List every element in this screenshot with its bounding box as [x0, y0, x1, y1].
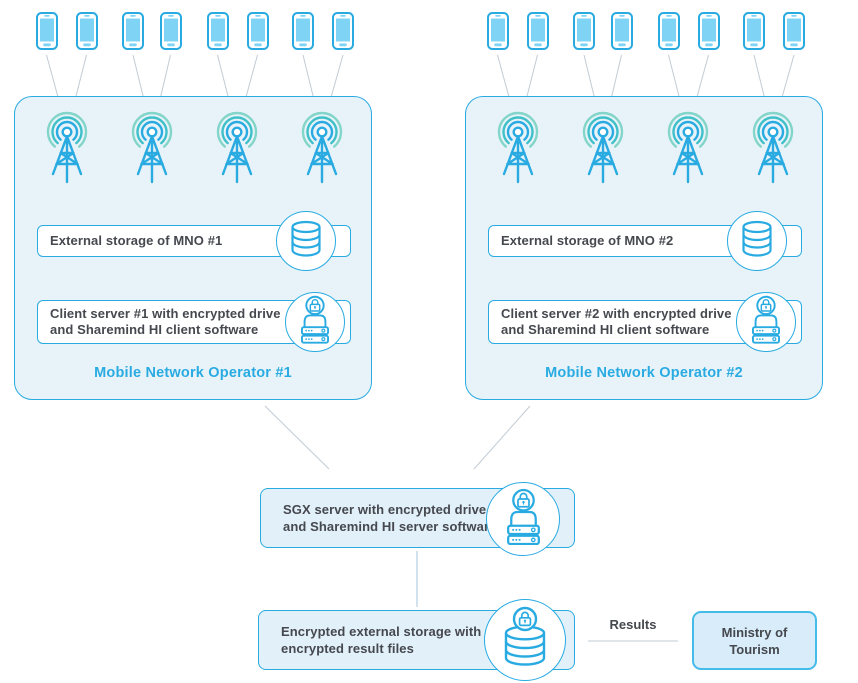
mno1-panel: External storage of MNO #1 Client server… — [14, 96, 372, 400]
smartphone-icon — [486, 12, 509, 50]
encrypted-storage-label-line1: Encrypted external storage with — [281, 624, 482, 639]
cell-tower-icon — [490, 108, 546, 188]
encrypted-storage-label-line2: encrypted result files — [281, 641, 414, 656]
encrypted-server-icon — [285, 292, 345, 352]
smartphone-icon — [697, 12, 720, 50]
ministry-of-tourism-box: Ministry of Tourism — [692, 611, 817, 670]
smartphone-icon — [159, 12, 182, 50]
cell-tower-icon — [745, 108, 801, 188]
cell-tower-icon — [660, 108, 716, 188]
mno2-caption: Mobile Network Operator #2 — [545, 365, 743, 381]
mno2-client-server-label-line1: Client server #2 with encrypted drive — [501, 306, 732, 321]
encrypted-server-icon — [736, 292, 796, 352]
results-label: Results — [609, 617, 657, 632]
mno1-external-storage-label: External storage of MNO #1 — [50, 233, 223, 248]
database-icon — [276, 211, 336, 271]
cell-tower-icon — [294, 108, 350, 188]
mno2-external-storage-label: External storage of MNO #2 — [501, 233, 674, 248]
smartphone-icon — [75, 12, 98, 50]
smartphone-icon — [122, 12, 144, 50]
smartphone-icon — [743, 12, 765, 50]
database-icon — [727, 211, 787, 271]
smartphone-icon — [35, 12, 58, 50]
connector-line — [264, 405, 330, 470]
cell-tower-icon — [124, 108, 180, 188]
cell-tower-icon — [575, 108, 631, 188]
ministry-label-line2: Tourism — [729, 641, 780, 657]
smartphone-icon — [526, 12, 549, 50]
mno2-panel: External storage of MNO #2 Client server… — [465, 96, 823, 400]
mno1-client-server-label-line1: Client server #1 with encrypted drive — [50, 306, 281, 321]
encrypted-server-icon — [486, 482, 560, 556]
mno1-caption: Mobile Network Operator #1 — [94, 365, 292, 381]
connector-line — [473, 405, 531, 470]
mno2-client-server-label-line2: and Sharemind HI client software — [501, 322, 710, 337]
smartphone-icon — [206, 12, 229, 50]
smartphone-icon — [246, 12, 269, 50]
sgx-server-label-line1: SGX server with encrypted drive — [283, 502, 487, 517]
ministry-label-line1: Ministry of — [721, 624, 788, 640]
mno1-client-server-label-line2: and Sharemind HI client software — [50, 322, 259, 337]
smartphone-icon — [657, 12, 680, 50]
smartphone-icon — [783, 12, 805, 50]
smartphone-icon — [573, 12, 595, 50]
smartphone-icon — [292, 12, 314, 50]
cell-tower-icon — [39, 108, 95, 188]
encrypted-database-icon — [484, 599, 566, 681]
cell-tower-icon — [209, 108, 265, 188]
sgx-server-label-line2: and Sharemind HI server software — [283, 519, 497, 534]
smartphone-icon — [332, 12, 354, 50]
smartphone-icon — [610, 12, 633, 50]
